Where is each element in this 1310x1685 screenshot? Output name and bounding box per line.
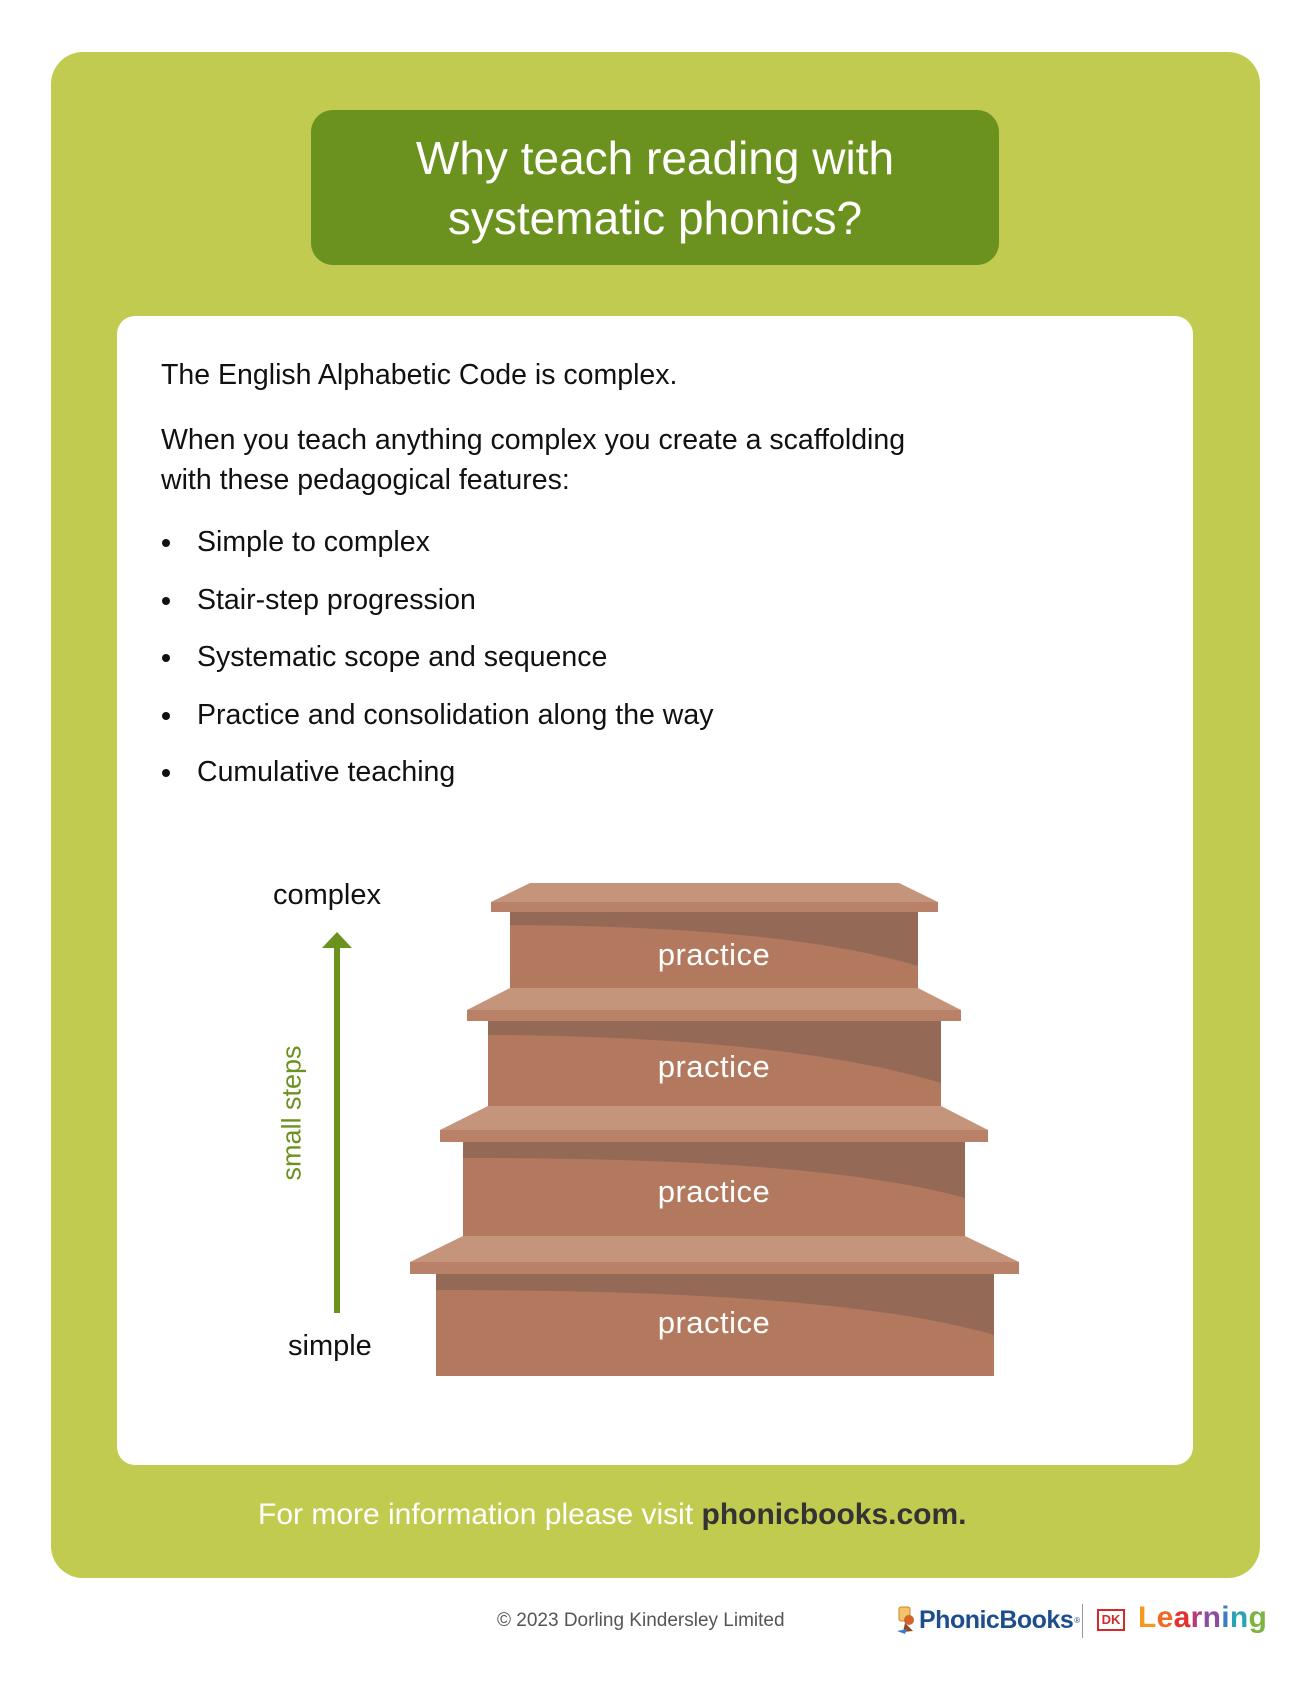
lead-text-line-1: When you teach anything complex you crea…	[161, 424, 906, 456]
dk-logo-icon: DK	[1097, 1609, 1125, 1631]
list-item: Cumulative teaching	[160, 751, 714, 809]
list-item-label: Cumulative teaching	[197, 756, 456, 788]
registered-mark: ®	[1074, 1615, 1081, 1625]
phonicbooks-wordmark: PhonicBooks	[919, 1605, 1074, 1634]
lead-text-line-2: with these pedagogical features:	[161, 464, 570, 496]
intro-text: The English Alphabetic Code is complex.	[161, 359, 678, 391]
learning-letter: L	[1138, 1601, 1157, 1634]
learning-letter: r	[1190, 1601, 1203, 1634]
stair-step-2	[467, 988, 961, 1106]
more-info-footer: For more information please visit phonic…	[258, 1498, 1048, 1532]
learning-letter: n	[1202, 1601, 1222, 1634]
list-item-label: Practice and consolidation along the way	[197, 698, 714, 731]
page-title: Why teach reading with systematic phonic…	[311, 110, 999, 265]
stair-step-4	[410, 1236, 1019, 1376]
mascot-icon	[897, 1606, 914, 1634]
bullet-icon	[162, 654, 170, 662]
step-label-4: practice	[657, 1305, 771, 1340]
step-label-3: practice	[657, 1174, 771, 1209]
list-item: Simple to complex	[160, 521, 714, 579]
list-item-label: Systematic scope and sequence	[197, 641, 608, 673]
phonicbooks-link[interactable]: phonicbooks.com.	[701, 1498, 967, 1531]
complex-label: complex	[273, 879, 381, 911]
stair-step-1	[491, 883, 938, 988]
learning-letter: e	[1156, 1601, 1174, 1634]
simple-label: simple	[288, 1330, 372, 1362]
features-list: Simple to complex Stair-step progression…	[160, 521, 714, 809]
list-item-label: Simple to complex	[197, 526, 430, 558]
list-item-label: Stair-step progression	[197, 583, 476, 616]
bullet-icon	[162, 711, 170, 720]
arrow-shaft	[334, 946, 340, 1313]
stair-step-3	[440, 1106, 988, 1236]
arrow-up-icon	[322, 932, 352, 948]
list-item: Systematic scope and sequence	[160, 636, 714, 694]
learning-letter: n	[1229, 1601, 1249, 1634]
learning-letter: g	[1248, 1601, 1268, 1634]
learning-letter: i	[1221, 1601, 1230, 1634]
learning-letter: a	[1173, 1601, 1191, 1634]
more-info-text: For more information please visit	[258, 1498, 702, 1531]
bullet-icon	[162, 539, 170, 547]
list-item: Stair-step progression	[160, 579, 714, 637]
title-line-1: Why teach reading with	[415, 131, 895, 184]
copyright-notice: © 2023 Dorling Kindersley Limited	[497, 1610, 785, 1631]
step-label-2: practice	[657, 1049, 771, 1084]
bullet-icon	[162, 596, 170, 605]
logo-divider	[1082, 1604, 1083, 1638]
phonicbooks-logo: PhonicBooks ®	[895, 1604, 1080, 1636]
bullet-icon	[162, 769, 170, 777]
title-line-2: systematic phonics?	[447, 191, 863, 244]
dk-learning-wordmark: Learning	[1138, 1601, 1267, 1635]
step-label-1: practice	[657, 937, 771, 972]
list-item: Practice and consolidation along the way	[160, 694, 714, 752]
